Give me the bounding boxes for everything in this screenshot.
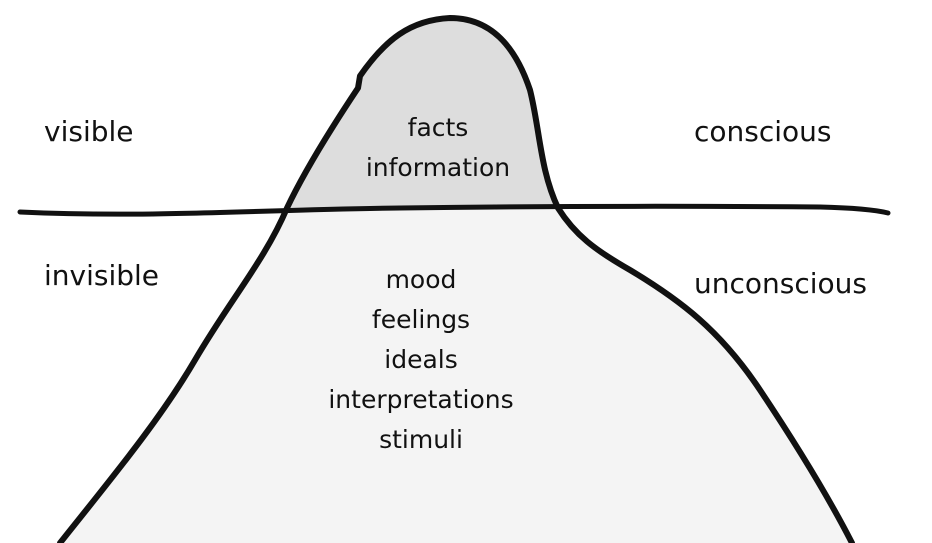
submerged-item: mood bbox=[385, 265, 457, 294]
water-line bbox=[17, 203, 891, 217]
iceberg-submerged-body bbox=[60, 208, 852, 543]
submerged-item: interpretations bbox=[328, 385, 514, 414]
label-conscious: conscious bbox=[694, 115, 832, 148]
label-visible: visible bbox=[44, 115, 134, 148]
tip-item: facts bbox=[407, 113, 469, 142]
label-unconscious: unconscious bbox=[694, 267, 867, 300]
label-invisible: invisible bbox=[44, 259, 160, 292]
iceberg-outline bbox=[57, 15, 855, 543]
submerged-item: stimuli bbox=[379, 425, 463, 454]
iceberg-tip bbox=[287, 18, 558, 208]
submerged-item: ideals bbox=[384, 345, 458, 374]
submerged-items: mood feelings ideals interpretations sti… bbox=[301, 260, 541, 460]
tip-items: facts information bbox=[338, 108, 538, 188]
submerged-item: feelings bbox=[371, 305, 471, 334]
tip-item: information bbox=[365, 153, 511, 182]
